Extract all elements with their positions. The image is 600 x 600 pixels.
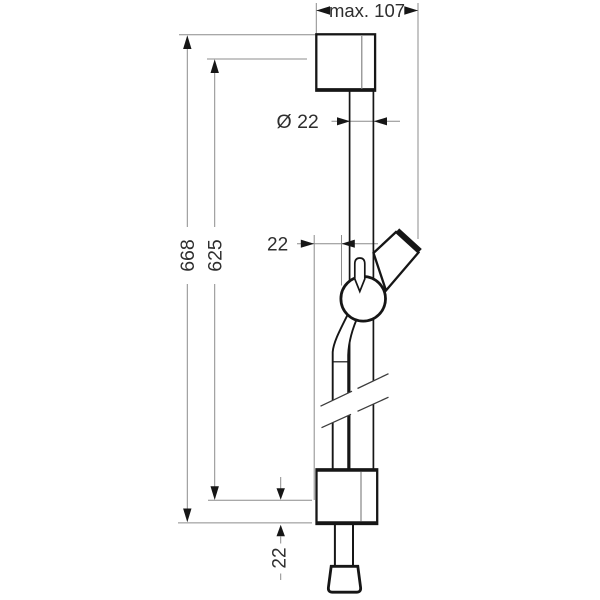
break-line-lower-left [321,413,352,429]
dimension-bar-diameter: Ø 22 [277,111,400,133]
arrowhead-down-icon [276,488,285,500]
arrowhead-down-icon [210,486,219,500]
arrowhead-right-icon [404,6,418,15]
arrowhead-left-icon [341,239,355,248]
dimension-hose-offset: 22 [267,235,378,500]
bracket-bottom-body [315,468,379,526]
break-gap [316,372,392,431]
hose-fill [332,312,359,469]
label-total-length: 668 [177,239,199,272]
shower-hose-lower [326,524,363,594]
label-hose-offset: 22 [267,235,288,256]
bracket-top-body [315,33,377,92]
break-line-upper-right [357,373,389,390]
arrowhead-right-icon [337,117,351,126]
label-diameter: Ø 22 [277,111,319,133]
slider-unit [339,257,387,323]
hose-cone-fitting [326,564,363,594]
wall-bracket-top [315,33,377,92]
break-line-upper-left [320,390,353,407]
arrowhead-down-icon [183,508,192,523]
arrowhead-up-icon [276,524,285,537]
release-pin [353,257,366,294]
arrowhead-up-icon [183,35,192,49]
hose-left-edge [331,311,350,469]
label-hole-spacing: 625 [205,239,227,272]
label-max-width: max. 107 [329,0,405,21]
arrowhead-right-icon [300,239,315,248]
break-line-lower-right [357,396,389,412]
label-backplate [329,1,405,19]
wall-bracket-bottom [315,468,379,526]
arrowhead-left-icon [316,6,330,15]
holder-end-cap [396,228,422,253]
dimension-max-width: max. 107 [315,0,419,239]
dimension-end-offset: 22 [269,477,290,580]
arrowhead-left-icon [373,117,387,126]
dimension-total-length: 668 [177,34,316,524]
arrowhead-up-icon [210,59,219,73]
dimension-hole-spacing: 625 [205,58,312,501]
handshower-holder [372,228,422,293]
label-end-offset: 22 [269,547,290,568]
break-symbol [316,372,392,431]
